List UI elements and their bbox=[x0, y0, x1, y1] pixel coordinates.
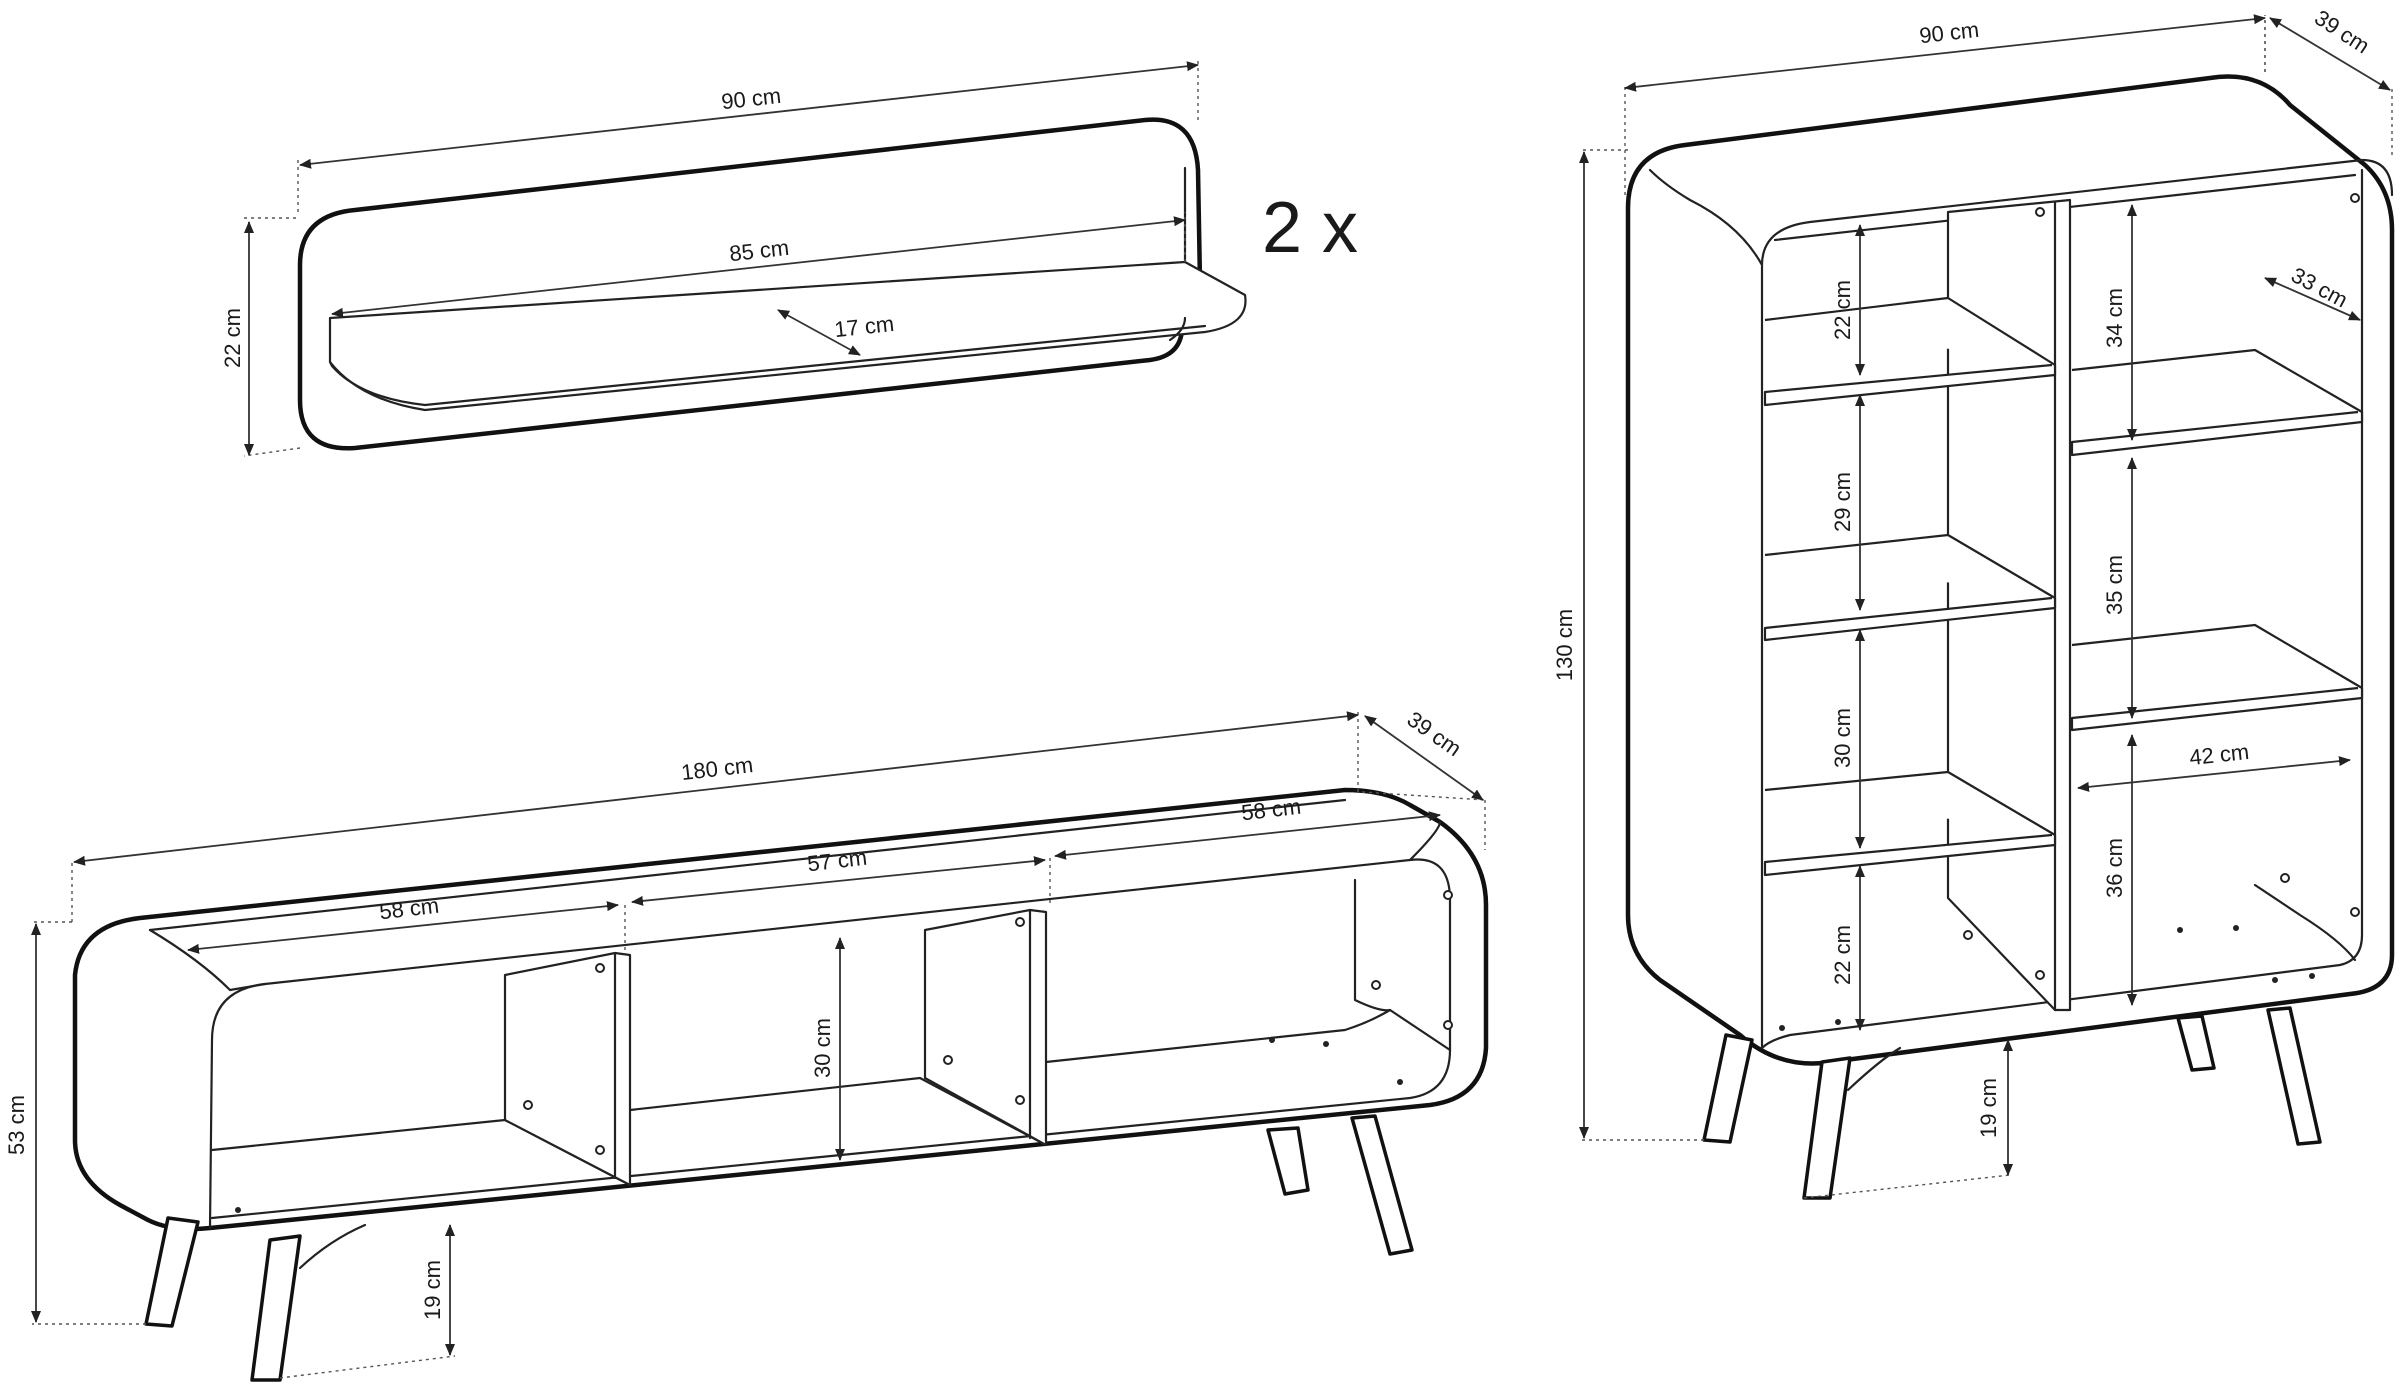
bookcase-left-shelf-2 bbox=[1763, 533, 2057, 642]
bookcase-height-label: 130 cm bbox=[1552, 609, 1577, 681]
tv-leg-back-right bbox=[1350, 1114, 1414, 1256]
bookcase-leg-front-left bbox=[1702, 1033, 1754, 1144]
tv-depth-label: 39 cm bbox=[1403, 706, 1466, 761]
shelf-inner-width-line bbox=[331, 216, 1186, 318]
bookcase-inner-depth-line bbox=[2264, 277, 2361, 321]
tv-comp-left-line bbox=[187, 901, 619, 954]
bookcase-depth-label: 39 cm bbox=[2310, 5, 2374, 59]
tv-leg-front-left bbox=[144, 1216, 200, 1328]
wall-shelf bbox=[297, 117, 1247, 451]
tv-inner-height-label: 30 cm bbox=[810, 1018, 835, 1078]
shelf-quantity-label: 2 x bbox=[1262, 188, 1358, 268]
bookcase-right-2-label: 35 cm bbox=[2102, 555, 2127, 615]
tv-height-label: 53 cm bbox=[4, 1095, 29, 1155]
bookcase-left-4-label: 22 cm bbox=[1830, 925, 1855, 985]
bookcase bbox=[1625, 74, 2395, 1200]
tv-stand-inner-right-wall bbox=[1353, 878, 1392, 1012]
bookcase-left-3-label: 30 cm bbox=[1830, 708, 1855, 768]
tv-stand bbox=[72, 787, 1489, 1382]
bookcase-right-1-label: 34 cm bbox=[2102, 288, 2127, 348]
tv-leg-front-mid bbox=[250, 1234, 302, 1382]
bookcase-right-3-label: 36 cm bbox=[2102, 838, 2127, 898]
bookcase-compartment-width-label: 42 cm bbox=[2188, 739, 2250, 770]
bookcase-right-shelf-2 bbox=[2070, 623, 2364, 732]
bookcase-right-shelf-1 bbox=[2070, 348, 2364, 457]
bookcase-left-1-label: 22 cm bbox=[1830, 280, 1855, 340]
tv-leg-back-left bbox=[1266, 1126, 1310, 1196]
bookcase-width-line bbox=[1624, 14, 2266, 92]
bookcase-leg-back-left bbox=[2176, 1014, 2216, 1072]
shelf-depth-label: 17 cm bbox=[833, 311, 895, 342]
tv-width-label: 180 cm bbox=[680, 752, 755, 785]
shelf-width-line bbox=[299, 61, 1199, 169]
bookcase-depth-line bbox=[2269, 17, 2391, 91]
tv-stand-outline bbox=[72, 787, 1489, 1232]
bookcase-leg-front-mid bbox=[1802, 1056, 1852, 1200]
shelf-height-label: 22 cm bbox=[220, 308, 245, 368]
shelf-board-front-edge bbox=[328, 324, 1207, 407]
bookcase-left-shelf-3 bbox=[1763, 770, 2057, 877]
tv-leg-brace bbox=[298, 1223, 367, 1270]
bookcase-compartment-width-line bbox=[2077, 756, 2351, 792]
bookcase-width-label: 90 cm bbox=[1918, 17, 1980, 48]
bookcase-left-shelf-1 bbox=[1763, 296, 2057, 407]
bookcase-inner-right bbox=[1760, 168, 2364, 1050]
tv-stand-inner-frame bbox=[208, 858, 1452, 1230]
tv-stand-top-front bbox=[148, 928, 267, 992]
tv-leg-height-label: 19 cm bbox=[420, 1260, 445, 1320]
bookcase-leg-brace bbox=[1846, 1046, 1902, 1092]
shelf-width-label: 90 cm bbox=[720, 83, 782, 114]
tv-comp-right-line bbox=[1054, 811, 1441, 860]
bookcase-leg-back-right bbox=[2266, 1006, 2322, 1146]
bookcase-leg-height-label: 19 cm bbox=[1976, 1078, 2001, 1138]
tv-stand-divider-left bbox=[503, 951, 632, 1187]
tv-comp-middle-line bbox=[631, 856, 1046, 906]
shelf-board-curve bbox=[1168, 316, 1187, 342]
tv-stand-divider-right bbox=[923, 908, 1048, 1147]
tv-depth-line bbox=[1364, 715, 1484, 801]
bookcase-left-2-label: 29 cm bbox=[1830, 472, 1855, 532]
bookcase-inner-frame bbox=[1648, 158, 2394, 1050]
shelf-depth-line bbox=[777, 309, 861, 356]
tv-width-line bbox=[73, 711, 1359, 866]
